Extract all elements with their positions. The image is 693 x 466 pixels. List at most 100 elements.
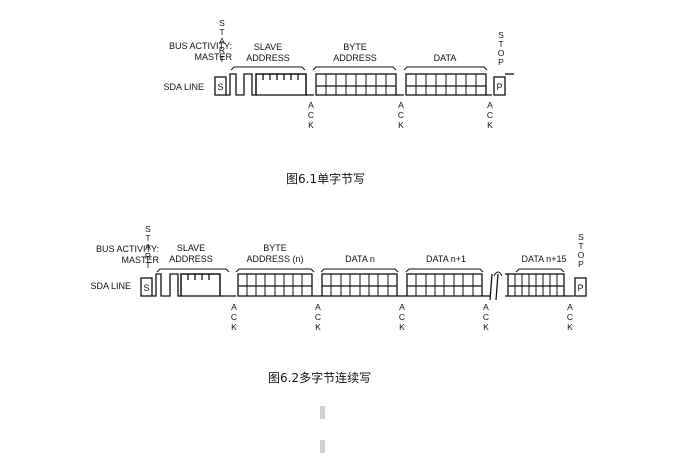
ack-letter: C <box>315 312 321 322</box>
placeholder-mark <box>320 440 325 453</box>
ack-letter: A <box>315 302 321 312</box>
start-letter: A <box>219 36 225 46</box>
bracket-data-n1 <box>405 268 484 273</box>
ack-letter: A <box>231 302 237 312</box>
sda-waveform <box>140 273 587 301</box>
ack-letter: A <box>487 100 493 110</box>
start-letter: T <box>219 54 224 64</box>
segment-label-data-n15: DATA n+15 <box>522 254 567 264</box>
stop-letter: T <box>578 241 583 251</box>
ack-letter: A <box>567 302 573 312</box>
stop-letter: P <box>578 259 584 269</box>
stop-bit-box <box>574 277 587 297</box>
start-bit-box <box>140 277 153 297</box>
start-vertical-label: S T A R T <box>145 224 151 270</box>
start-letter: R <box>219 45 225 55</box>
master-label: MASTER <box>194 52 232 62</box>
segment-label-byte-address: BYTE <box>343 42 367 52</box>
ack-letter: A <box>483 302 489 312</box>
start-letter: S <box>219 18 225 28</box>
segment-label-byte-address: BYTE <box>263 243 287 253</box>
segment-label-slave-address: SLAVE <box>177 243 205 253</box>
ack-label-1: A C K <box>308 100 314 130</box>
segment-label-byte-address: ADDRESS <box>333 53 377 63</box>
start-letter: T <box>145 260 150 270</box>
segment-label-byte-address: ADDRESS (n) <box>246 254 303 264</box>
stop-letter: O <box>498 48 505 58</box>
segment-label-data-n1: DATA n+1 <box>426 254 466 264</box>
bracket-slave-address <box>156 268 230 273</box>
ack-letter: C <box>483 312 489 322</box>
start-letter: R <box>145 251 151 261</box>
stop-letter: S <box>498 30 504 40</box>
ack-letter: C <box>487 110 493 120</box>
ack-letter: K <box>231 322 237 332</box>
stop-bit-box <box>493 76 506 96</box>
bracket-data-n <box>320 268 399 273</box>
multi-byte-write-diagram: BUS ACTIVITY: MASTER SDA LINE S T A R T … <box>90 224 587 332</box>
ack-label-3: A C K <box>487 100 493 130</box>
start-bit-box <box>214 76 227 96</box>
sda-line-label: SDA LINE <box>163 82 204 92</box>
byte-ticks <box>325 74 477 95</box>
ack-letter: K <box>315 322 321 332</box>
ack-letter: A <box>399 302 405 312</box>
start-letter: T <box>219 27 224 37</box>
bracket-slave-address <box>230 66 306 71</box>
ack-letter: C <box>308 110 314 120</box>
bracket-byte-address <box>235 268 315 273</box>
ack-letter: K <box>483 322 489 332</box>
stop-letter: P <box>498 57 504 67</box>
stop-vertical-label: S T O P <box>498 30 505 67</box>
start-vertical-label: S T A R T <box>219 18 225 64</box>
diagram2-caption: 图6.2多字节连续写 <box>268 371 372 385</box>
ack-label-3: A C K <box>399 302 405 332</box>
segment-label-slave-address: ADDRESS <box>246 53 290 63</box>
start-letter: A <box>145 242 151 252</box>
ack-letter: K <box>487 120 493 130</box>
single-byte-write-diagram: BUS ACTIVITY: MASTER SDA LINE S T A R T … <box>163 18 514 130</box>
stop-bit-label: P <box>577 283 583 293</box>
start-bit-label: S <box>217 82 223 92</box>
segment-label-slave-address: SLAVE <box>254 42 282 52</box>
slave-address-box <box>255 73 307 96</box>
segment-label-slave-address: ADDRESS <box>169 254 213 264</box>
stop-letter: S <box>578 232 584 242</box>
ack-label-2: A C K <box>315 302 321 332</box>
ack-letter: A <box>308 100 314 110</box>
stop-letter: T <box>498 39 503 49</box>
ack-label-4: A C K <box>483 302 489 332</box>
ack-letter: C <box>399 312 405 322</box>
bus-activity-label: BUS ACTIVITY: <box>169 41 232 51</box>
ack-label-5: A C K <box>567 302 573 332</box>
ack-letter: K <box>399 322 405 332</box>
sda-line-label: SDA LINE <box>90 281 131 291</box>
ack-letter: C <box>567 312 573 322</box>
start-letter: T <box>145 233 150 243</box>
start-letter: S <box>145 224 151 234</box>
start-bit-label: S <box>143 283 149 293</box>
bracket-byte-address <box>312 66 397 71</box>
stop-letter: O <box>578 250 585 260</box>
bracket-data <box>403 66 488 71</box>
bracket-data-n15 <box>515 268 565 273</box>
break-mark <box>493 271 503 277</box>
ack-letter: C <box>231 312 237 322</box>
segment-label-data-n: DATA n <box>345 254 375 264</box>
ack-letter: K <box>308 120 314 130</box>
ack-letter: C <box>398 110 404 120</box>
diagram1-caption: 图6.1单字节写 <box>286 172 366 186</box>
ack-letter: K <box>567 322 573 332</box>
slave-address-box <box>180 273 221 297</box>
ack-letter: A <box>398 100 404 110</box>
master-label: MASTER <box>121 255 159 265</box>
ack-label-2: A C K <box>398 100 404 130</box>
break-lines <box>489 273 499 301</box>
stop-bit-label: P <box>496 82 502 92</box>
ack-label-1: A C K <box>231 302 237 332</box>
slave-address-pulses <box>152 273 236 297</box>
byte-ticks <box>246 274 558 296</box>
sda-waveform <box>214 73 514 96</box>
stop-vertical-label: S T O P <box>578 232 585 269</box>
ack-letter: K <box>398 120 404 130</box>
